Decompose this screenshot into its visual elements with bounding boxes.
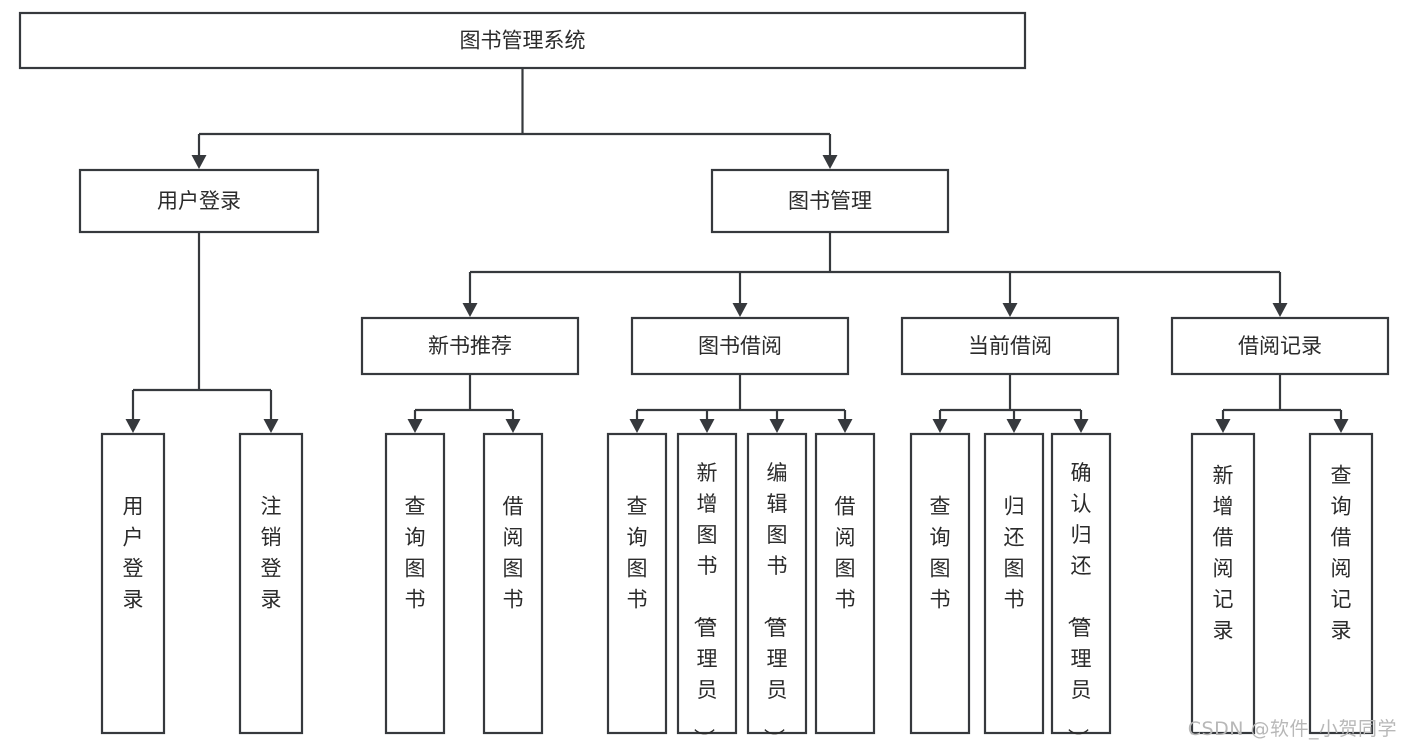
node-label: 当前借阅	[968, 334, 1052, 358]
watermark-text: CSDN @软件_小贺同学	[1187, 718, 1397, 740]
node-leaf-新增借阅记录[interactable]: 新增借阅记录	[1190, 432, 1256, 735]
node-leaf-编辑图书管理员[interactable]: 编辑图书（管理员）	[746, 432, 808, 747]
node-label: 注销登录	[261, 495, 282, 612]
arrow-head-icon-login-0	[125, 419, 141, 433]
node-label: 借阅图书	[503, 495, 524, 612]
node-leaf-用户登录[interactable]: 用户登录	[100, 432, 166, 735]
arrow-head-icon-g1-0	[629, 419, 645, 433]
arrow-head-icon-books-3	[1272, 303, 1288, 317]
node-box	[1190, 432, 1256, 735]
node-box	[1308, 432, 1374, 735]
node-box	[606, 432, 668, 735]
node-box	[900, 316, 1120, 376]
node-box	[1170, 316, 1390, 376]
node-box	[360, 316, 580, 376]
node-label: 确认归还（管理员）	[1066, 461, 1092, 747]
node-label: 用户登录	[157, 189, 241, 213]
node-label: 查询图书	[930, 495, 951, 612]
node-level2-图书管理[interactable]: 图书管理	[710, 168, 950, 234]
arrow-head-icon-g2-1	[1006, 419, 1022, 433]
node-leaf-查询借阅记录[interactable]: 查询借阅记录	[1308, 432, 1374, 735]
node-leaf-新增图书管理员[interactable]: 新增图书（管理员）	[676, 432, 738, 747]
node-leaf-注销登录[interactable]: 注销登录	[238, 432, 304, 735]
node-label: 图书管理系统	[460, 29, 586, 53]
arrow-head-icon-login-1	[263, 419, 279, 433]
arrow-head-icon-root-0	[191, 155, 207, 169]
connectors-layer	[125, 68, 1349, 433]
node-leaf-查询图书[interactable]: 查询图书	[384, 432, 446, 735]
node-leaf-借阅图书[interactable]: 借阅图书	[482, 432, 544, 735]
node-box	[482, 432, 544, 735]
node-box	[909, 432, 971, 735]
node-box	[983, 432, 1045, 735]
arrow-head-icon-g1-2	[769, 419, 785, 433]
arrow-head-icon-g1-1	[699, 419, 715, 433]
node-label: 查询图书	[405, 495, 426, 612]
arrow-head-icon-g3-0	[1215, 419, 1231, 433]
node-box	[1050, 432, 1112, 735]
node-label: 图书管理	[788, 189, 872, 213]
arrow-head-icon-g3-1	[1333, 419, 1349, 433]
arrow-head-icon-books-0	[462, 303, 478, 317]
node-box	[100, 432, 166, 735]
node-box	[78, 168, 320, 234]
arrow-head-icon-g2-0	[932, 419, 948, 433]
node-label: 归还图书	[1004, 495, 1025, 612]
node-box	[384, 432, 446, 735]
node-box	[814, 432, 876, 735]
node-label: 编辑图书（管理员）	[762, 461, 788, 747]
node-label: 查询图书	[627, 495, 648, 612]
node-label: 新增借阅记录	[1213, 464, 1234, 643]
arrow-head-icon-root-1	[822, 155, 838, 169]
node-box	[18, 11, 1027, 70]
node-level3-当前借阅[interactable]: 当前借阅	[900, 316, 1120, 376]
node-leaf-查询图书[interactable]: 查询图书	[606, 432, 668, 735]
node-level2-用户登录[interactable]: 用户登录	[78, 168, 320, 234]
node-box	[746, 432, 808, 735]
node-label: 新书推荐	[428, 334, 512, 358]
node-level3-借阅记录[interactable]: 借阅记录	[1170, 316, 1390, 376]
arrow-head-icon-g0-0	[407, 419, 423, 433]
node-level3-新书推荐[interactable]: 新书推荐	[360, 316, 580, 376]
arrow-head-icon-books-1	[732, 303, 748, 317]
nodes-layer: 图书管理系统用户登录图书管理新书推荐图书借阅当前借阅借阅记录用户登录注销登录查询…	[18, 11, 1390, 747]
arrow-head-icon-g2-2	[1073, 419, 1089, 433]
node-label: 图书借阅	[698, 334, 782, 358]
node-label: 借阅记录	[1238, 334, 1322, 358]
node-label: 查询借阅记录	[1331, 464, 1352, 643]
arrow-head-icon-g1-3	[837, 419, 853, 433]
node-leaf-确认归还管理员[interactable]: 确认归还（管理员）	[1050, 432, 1112, 747]
node-box	[710, 168, 950, 234]
node-box	[238, 432, 304, 735]
node-label: 借阅图书	[835, 495, 856, 612]
node-box	[676, 432, 738, 735]
node-leaf-查询图书[interactable]: 查询图书	[909, 432, 971, 735]
arrow-head-icon-g0-1	[505, 419, 521, 433]
arrow-head-icon-books-2	[1002, 303, 1018, 317]
node-level3-图书借阅[interactable]: 图书借阅	[630, 316, 850, 376]
node-leaf-归还图书[interactable]: 归还图书	[983, 432, 1045, 735]
node-label: 用户登录	[123, 495, 144, 612]
node-box	[630, 316, 850, 376]
node-root-图书管理系统[interactable]: 图书管理系统	[18, 11, 1027, 70]
node-label: 新增图书（管理员）	[692, 461, 718, 747]
node-leaf-借阅图书[interactable]: 借阅图书	[814, 432, 876, 735]
